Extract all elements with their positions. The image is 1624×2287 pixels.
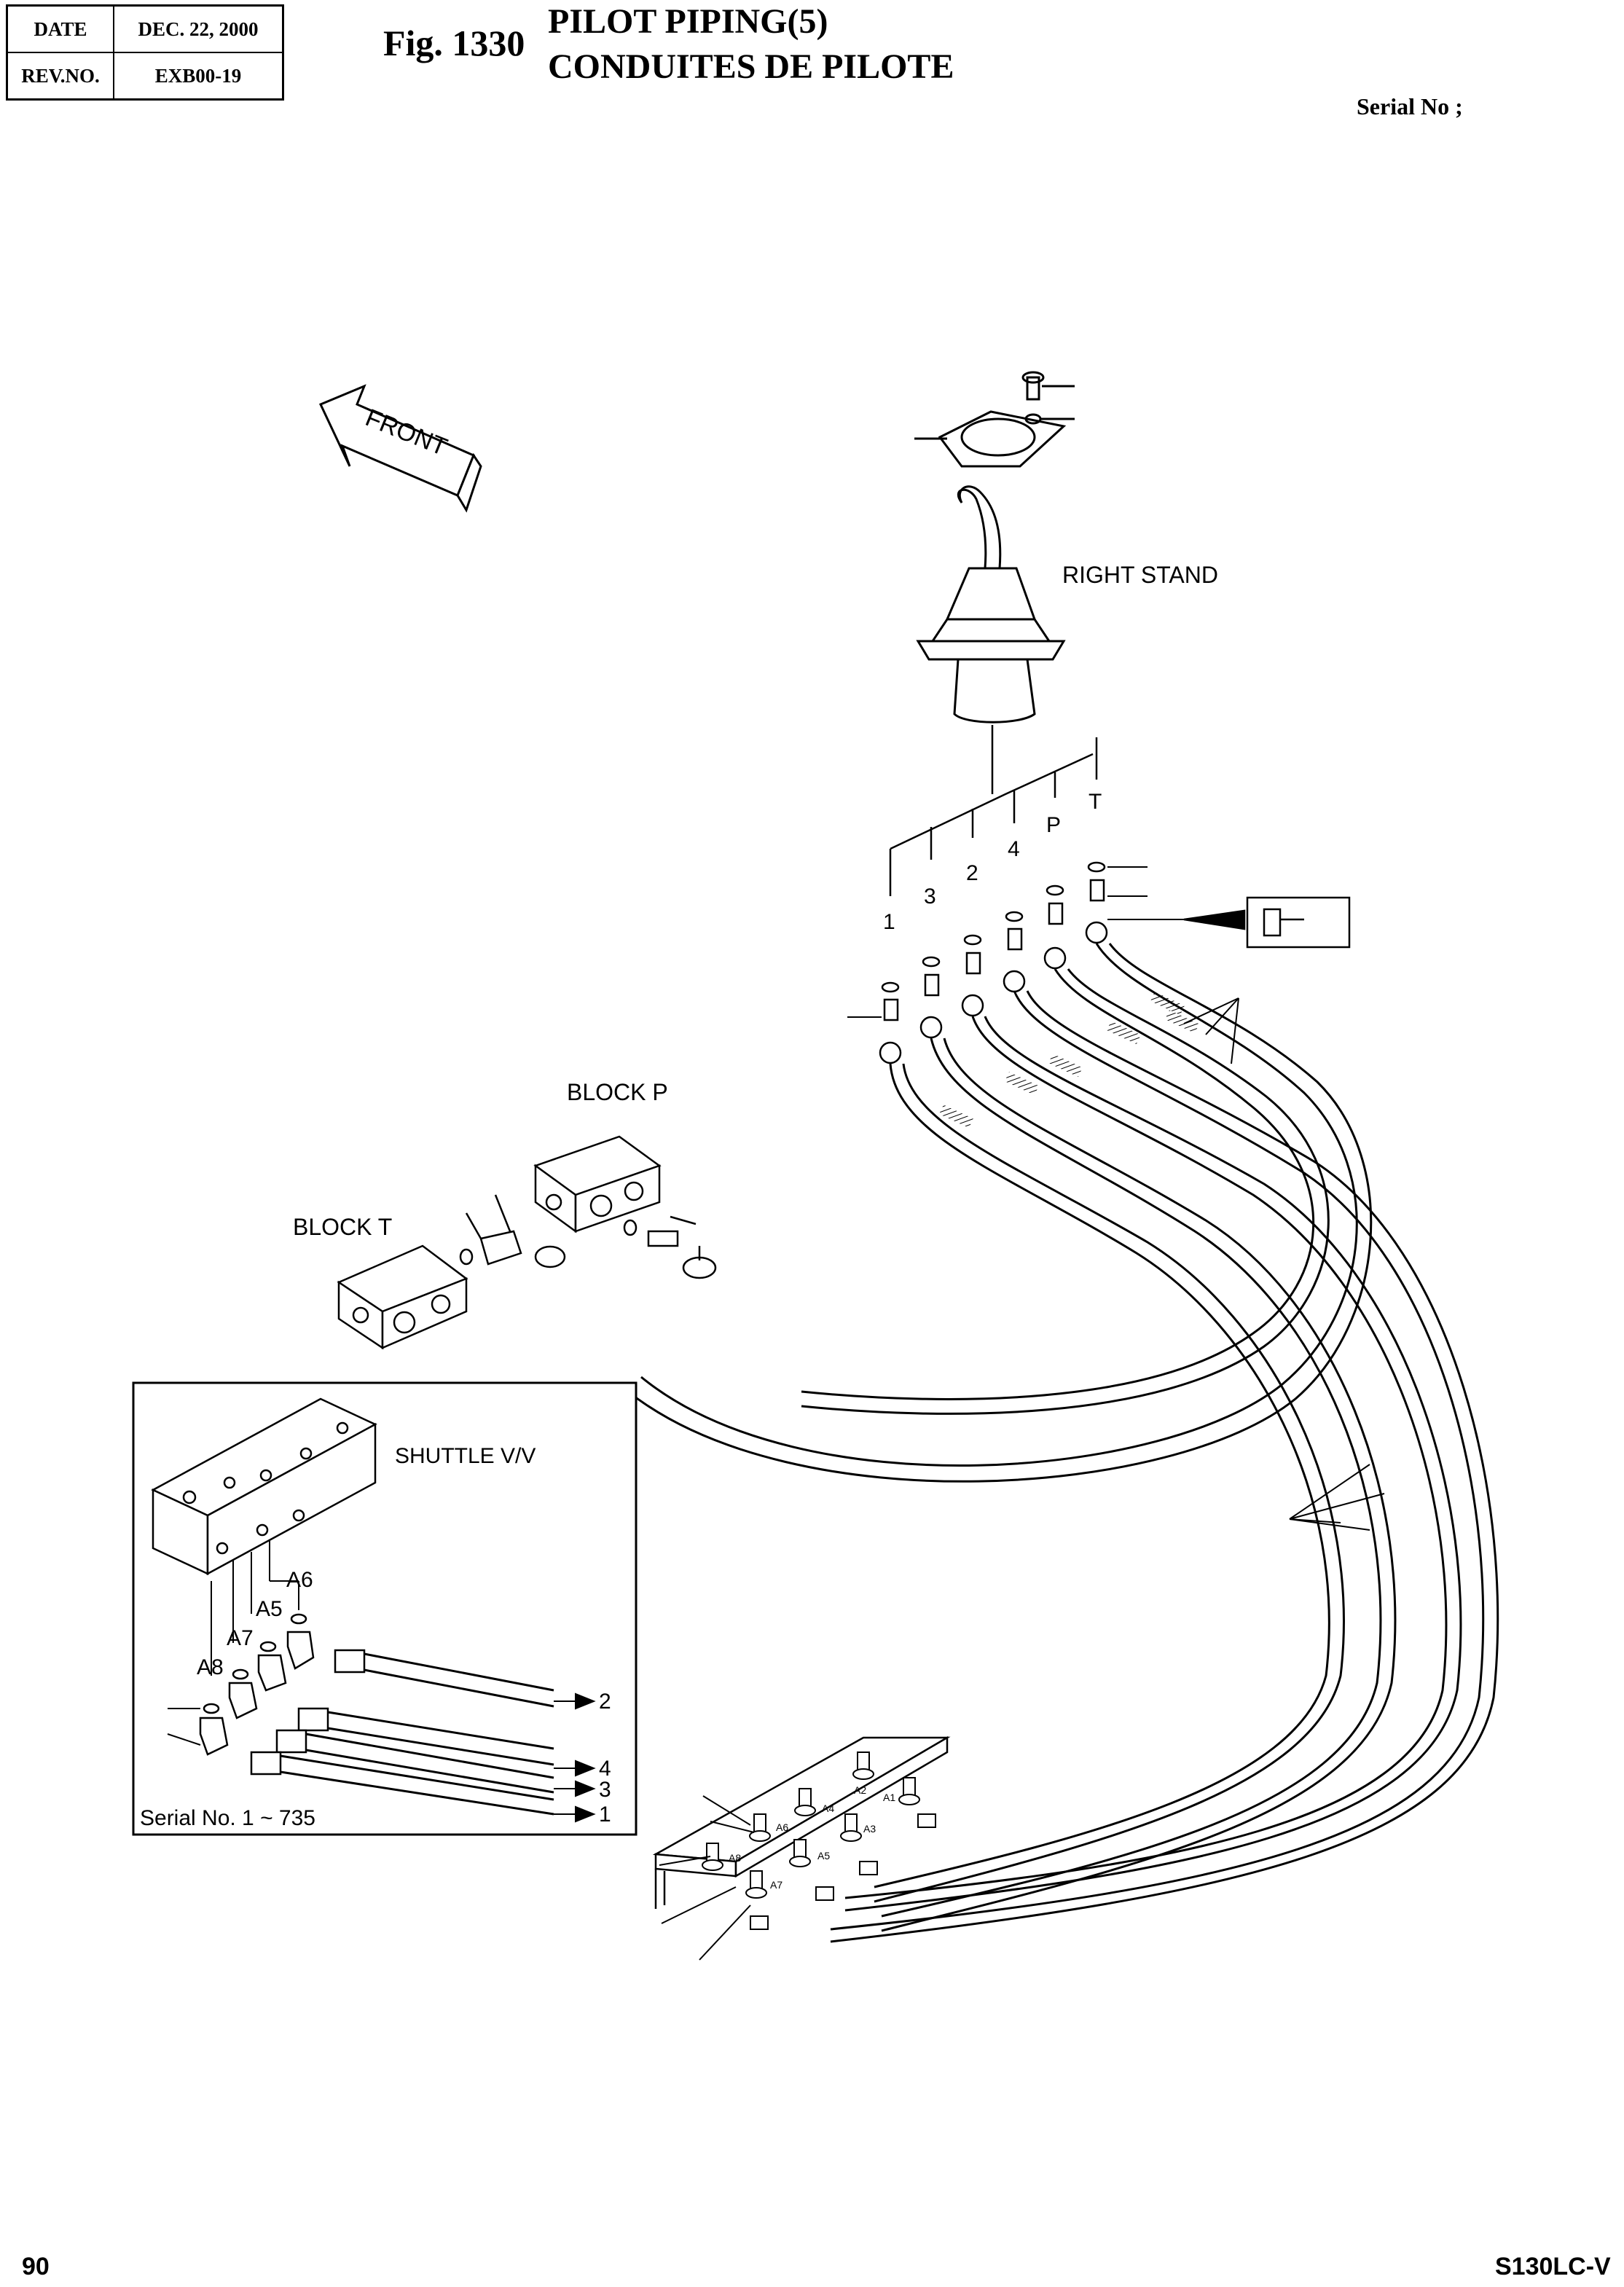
joystick-lever <box>916 485 1066 723</box>
right-stand-label: RIGHT STAND <box>1062 562 1218 588</box>
block-t <box>337 1244 468 1350</box>
port-a8-label: A8 <box>197 1655 224 1679</box>
serial-label: Serial No ; <box>1357 93 1463 119</box>
hose-bundle <box>627 943 1499 1943</box>
port-label-4: 4 <box>1008 837 1020 861</box>
manifold-port-a6: A6 <box>776 1821 788 1833</box>
manifold-port-a5: A5 <box>817 1850 830 1862</box>
shuttle-valve-inset: SHUTTLE V/V A6 A5 A7 A8 2 4 3 1 Serial N… <box>132 1381 638 1836</box>
port-label-p: P <box>1046 813 1061 837</box>
port-label-3: 3 <box>924 884 936 909</box>
manifold-port-a1: A1 <box>883 1792 895 1803</box>
detail-callout <box>1183 896 1351 949</box>
manifold-fittings <box>702 1751 936 1930</box>
manifold-port-a8: A8 <box>729 1852 741 1864</box>
inset-serial: Serial No. 1 ~ 735 <box>140 1806 315 1830</box>
port-a6-label: A6 <box>286 1568 313 1592</box>
hose-hatches <box>939 992 1199 1129</box>
inset-line-1: 1 <box>599 1802 611 1827</box>
manifold-plate <box>652 1735 951 1909</box>
shuttle-valve-label: SHUTTLE V/V <box>395 1444 536 1468</box>
revision-table: DATE DEC. 22, 2000 REV.NO. EXB00-19 <box>6 4 284 101</box>
inset-line-3: 3 <box>599 1778 611 1802</box>
rev-value: EXB00-19 <box>113 52 284 101</box>
inset-line-4: 4 <box>599 1757 611 1781</box>
port-a7-label: A7 <box>227 1626 254 1650</box>
date-label: DATE <box>6 4 114 53</box>
manifold-port-a4: A4 <box>822 1802 834 1814</box>
page-number: 90 <box>22 2253 50 2280</box>
model-code: S130LC-V <box>1495 2253 1611 2280</box>
port-tree <box>889 725 1098 896</box>
figure-number: Fig. 1330 <box>383 23 525 63</box>
manifold-port-labels: A2 A1 A4 A3 A6 A5 A8 A7 <box>729 1784 895 1891</box>
port-fittings <box>879 861 1108 1064</box>
rev-label: REV.NO. <box>6 52 114 101</box>
port-label-2: 2 <box>966 861 978 885</box>
title-english: PILOT PIPING(5) <box>548 2 828 41</box>
inset-line-2: 2 <box>599 1690 611 1714</box>
port-label-t: T <box>1088 790 1102 814</box>
port-a5-label: A5 <box>256 1597 283 1621</box>
block-p <box>533 1135 662 1233</box>
block-t-label: BLOCK T <box>293 1214 392 1240</box>
manifold-port-a3: A3 <box>863 1823 876 1835</box>
fitting-leaders <box>847 866 1242 1018</box>
manifold-leaders <box>659 1795 755 1961</box>
mounting-plate <box>914 371 1075 468</box>
block-p-label: BLOCK P <box>567 1079 668 1105</box>
port-label-1: 1 <box>883 910 895 934</box>
port-labels: 1 3 2 4 P T <box>883 790 1102 934</box>
front-arrow: FRONT <box>318 384 482 513</box>
manifold-port-a2: A2 <box>854 1784 866 1796</box>
date-value: DEC. 22, 2000 <box>113 4 284 53</box>
hose-leaders <box>1183 997 1385 1531</box>
title-french: CONDUITES DE PILOTE <box>548 47 954 86</box>
block-fittings <box>459 1194 717 1279</box>
manifold-port-a7: A7 <box>770 1879 782 1891</box>
